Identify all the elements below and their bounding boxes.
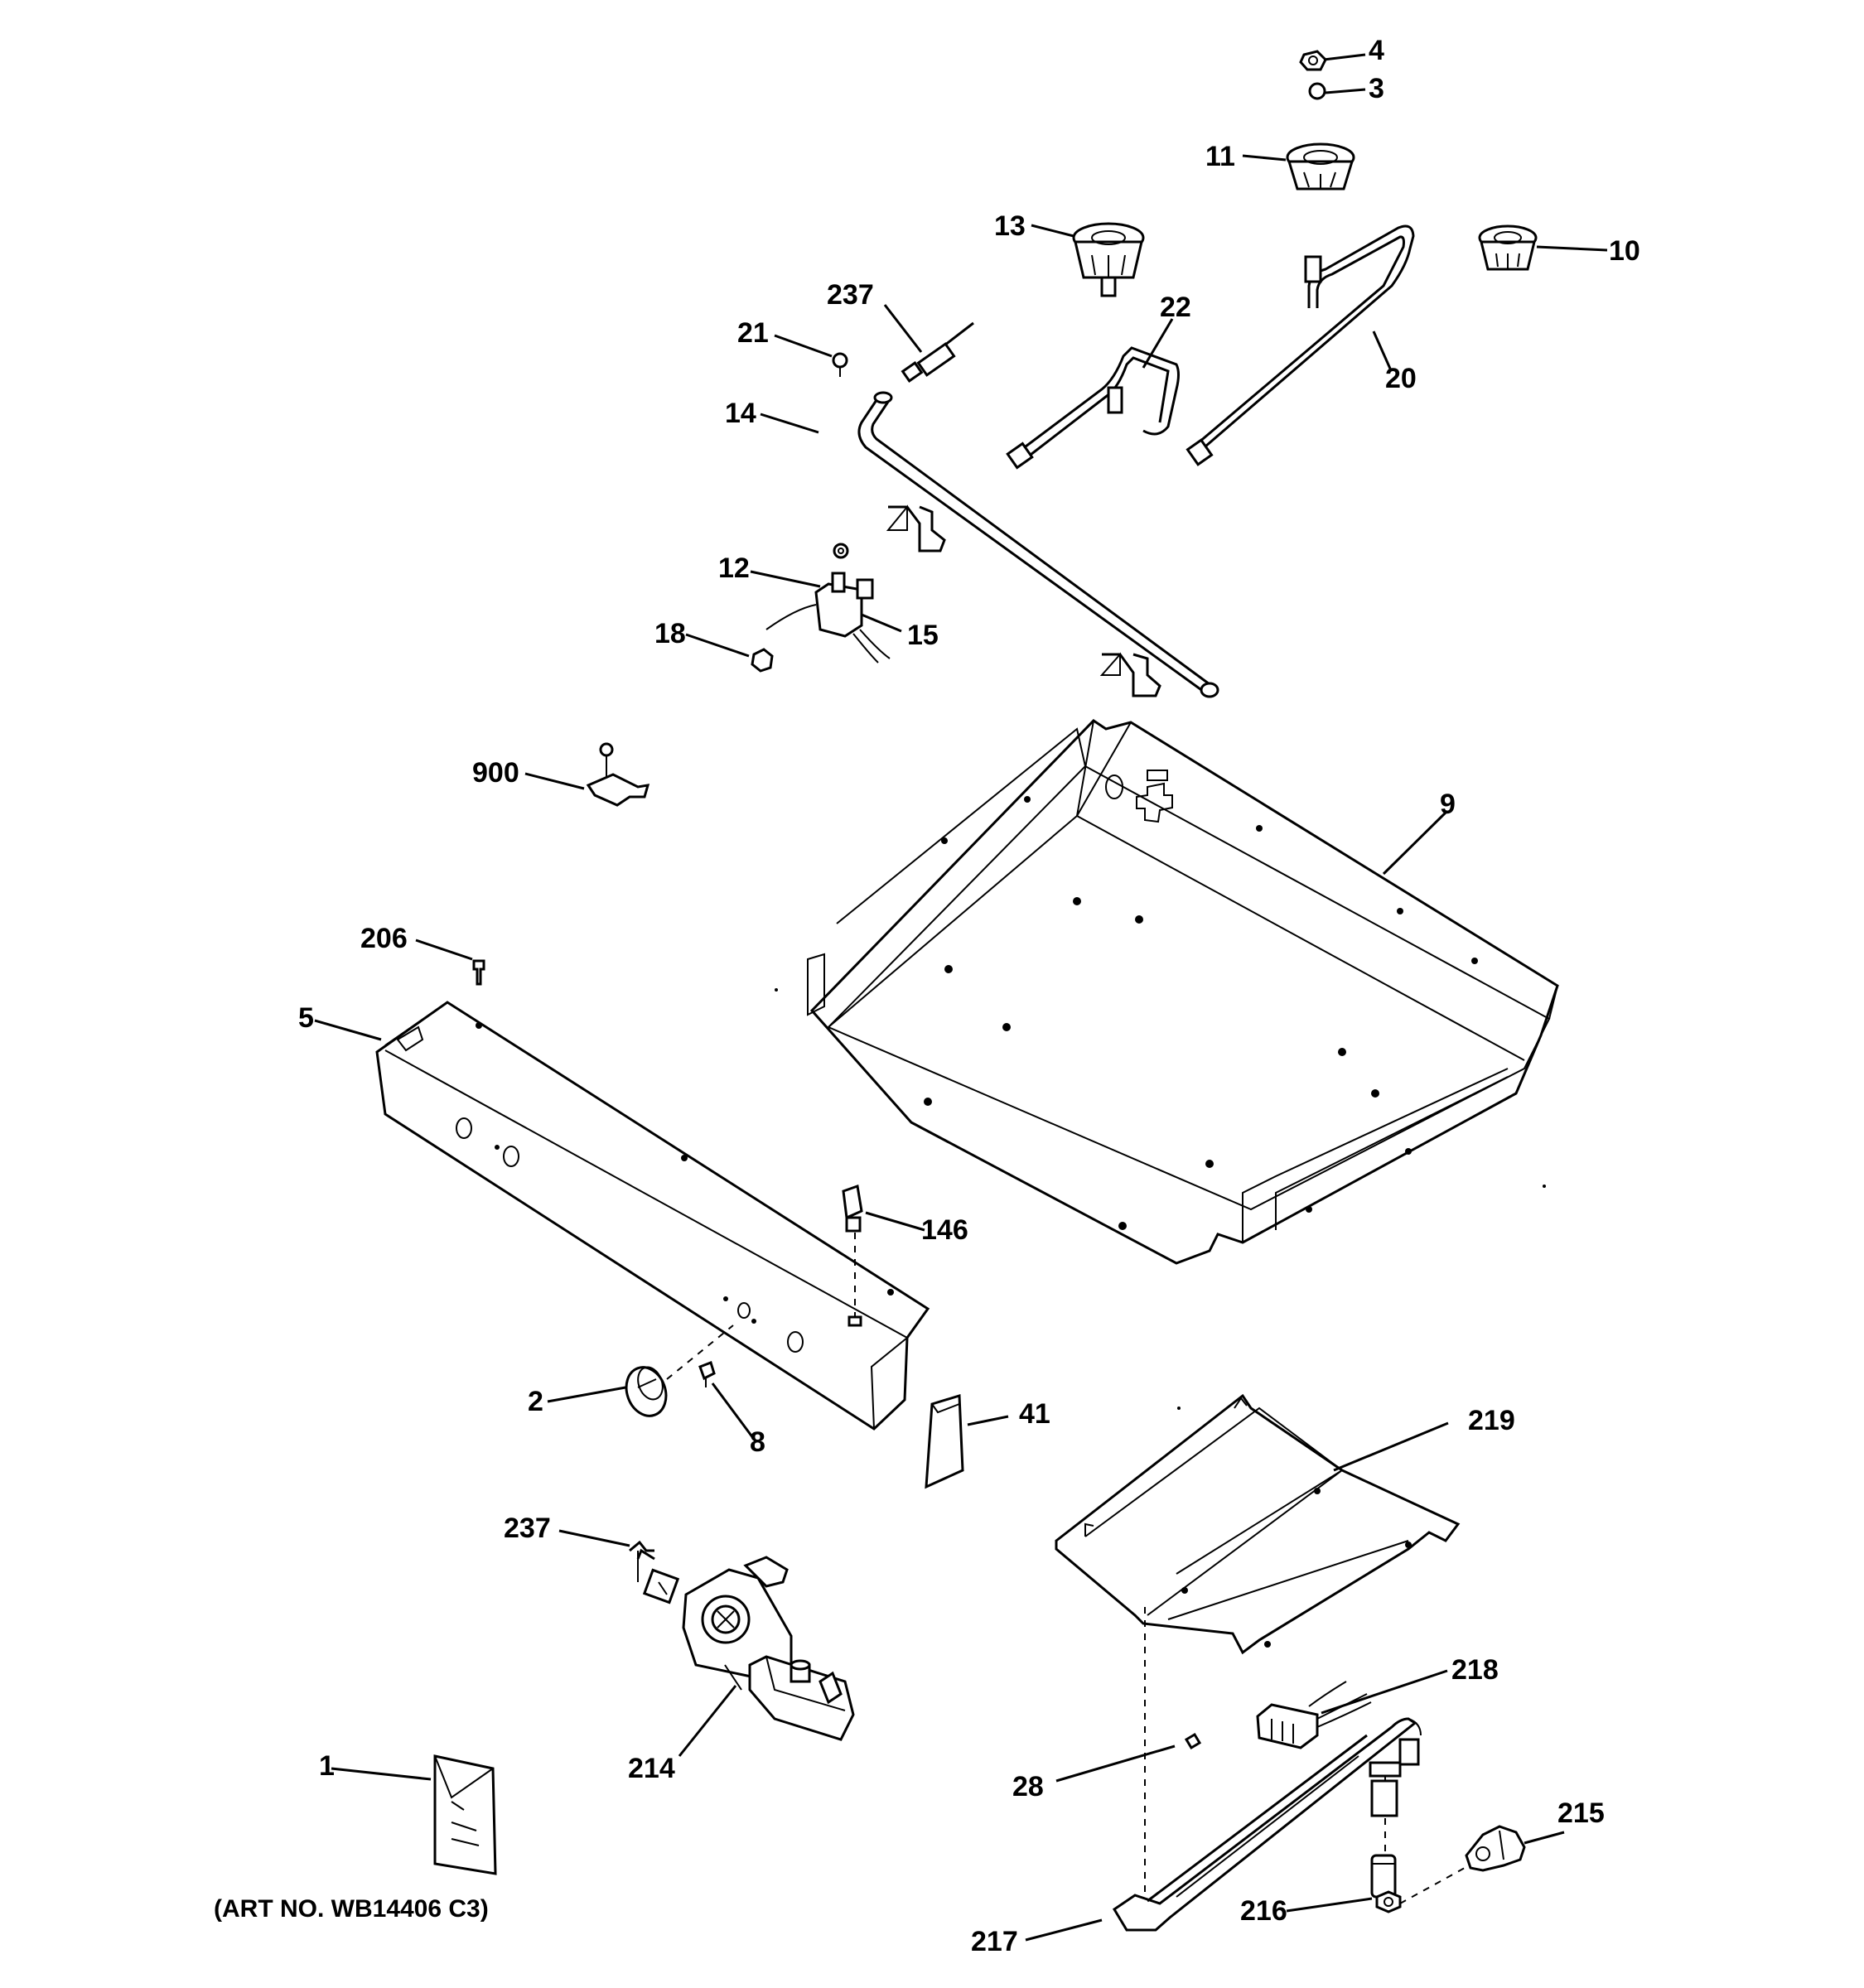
end-cap-41 <box>925 1394 964 1489</box>
igniter-218 <box>1256 1681 1372 1749</box>
art-number-caption: (ART NO. WB14406 C3) <box>214 1895 489 1923</box>
label-22: 22 <box>1160 292 1191 323</box>
label-5: 5 <box>298 1002 314 1034</box>
speck-3 <box>1177 1407 1181 1410</box>
label-4: 4 <box>1369 35 1384 66</box>
bracket-900 <box>586 742 650 807</box>
valve-12 <box>765 543 891 663</box>
label-216: 216 <box>1240 1895 1287 1927</box>
speck-2 <box>1543 1185 1546 1188</box>
tube-20 <box>1186 224 1415 466</box>
burner-11 <box>1286 142 1355 191</box>
label-219: 219 <box>1468 1405 1515 1436</box>
label-1: 1 <box>319 1750 335 1782</box>
label-11: 11 <box>1205 141 1235 172</box>
label-10: 10 <box>1609 235 1640 267</box>
shield-219 <box>1055 1393 1461 1655</box>
nut-216 <box>1375 1890 1402 1913</box>
clip-146 <box>842 1184 863 1317</box>
label-237-top: 237 <box>827 279 874 311</box>
label-13: 13 <box>994 210 1026 242</box>
burner-tube-217 <box>1112 1717 1422 1932</box>
manual-1 <box>433 1754 497 1875</box>
fitting-237-top <box>901 321 974 383</box>
label-2: 2 <box>528 1386 543 1417</box>
leader-lines <box>314 53 1608 1942</box>
burner-13 <box>1072 222 1145 297</box>
label-14: 14 <box>725 398 756 429</box>
label-9: 9 <box>1440 789 1456 820</box>
label-20: 20 <box>1385 363 1417 394</box>
valve-214 <box>682 1556 855 1741</box>
label-3: 3 <box>1369 73 1384 104</box>
label-12: 12 <box>718 552 750 584</box>
burner-box-9 <box>807 719 1559 1265</box>
burner-head-4 <box>1299 50 1327 71</box>
shutter-215 <box>1465 1825 1526 1872</box>
label-146: 146 <box>921 1214 968 1246</box>
label-21: 21 <box>737 317 769 349</box>
manifold-14 <box>857 391 1219 698</box>
speck-1 <box>775 988 778 992</box>
label-900: 900 <box>472 757 519 789</box>
shutter-centerline <box>1399 1867 1466 1904</box>
tube-22 <box>1006 346 1180 470</box>
label-217: 217 <box>971 1926 1018 1957</box>
knob-2 <box>625 1366 668 1417</box>
burner-10 <box>1478 224 1538 271</box>
label-215: 215 <box>1557 1797 1605 1829</box>
label-206: 206 <box>360 923 408 954</box>
screw-21 <box>832 352 848 377</box>
label-41: 41 <box>1019 1398 1050 1430</box>
label-237-lower: 237 <box>504 1513 551 1544</box>
label-28: 28 <box>1012 1771 1044 1802</box>
label-8: 8 <box>750 1426 765 1458</box>
screw-206 <box>472 959 485 986</box>
nut-18 <box>751 648 774 673</box>
clip-28 <box>1184 1732 1202 1750</box>
label-214: 214 <box>628 1753 675 1784</box>
fitting-237-lower <box>629 1540 680 1604</box>
orifice-3 <box>1308 82 1326 100</box>
manifold-bracket-lower <box>1099 652 1161 697</box>
orifice-holder-lower <box>1370 1854 1397 1899</box>
label-18: 18 <box>654 618 686 649</box>
knob-centerline <box>666 1325 734 1380</box>
control-panel-5 <box>375 1001 930 1431</box>
screw-8 <box>698 1361 716 1387</box>
label-15: 15 <box>907 620 939 651</box>
manifold-bracket-upper <box>886 504 946 552</box>
label-218: 218 <box>1451 1654 1499 1686</box>
